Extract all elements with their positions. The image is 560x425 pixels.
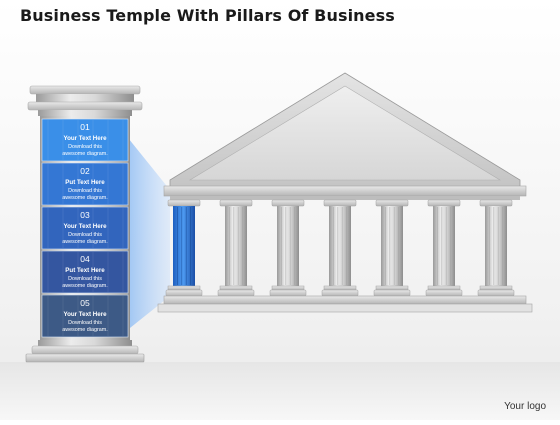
column-plinth	[321, 289, 359, 297]
column-plinth	[165, 289, 203, 297]
segment-text-line-1: Download this	[68, 144, 102, 150]
column-capital	[271, 199, 305, 207]
segment-number: 04	[80, 254, 90, 264]
segment-number: 01	[80, 122, 90, 132]
column-capital	[479, 199, 513, 207]
segment-number: 03	[80, 210, 90, 220]
segment-text-line-2: awesome diagram.	[62, 327, 108, 333]
column-base	[479, 285, 513, 291]
temple-column-highlighted	[165, 199, 203, 297]
column-plinth	[217, 289, 255, 297]
column-base	[167, 285, 201, 291]
column-base	[271, 285, 305, 291]
segment-text-line-2: awesome diagram.	[62, 283, 108, 289]
temple-column	[269, 199, 307, 297]
temple	[157, 72, 533, 313]
segment-text-line-2: awesome diagram.	[62, 151, 108, 157]
segment-text-line-2: awesome diagram.	[62, 239, 108, 245]
segment-number: 02	[80, 166, 90, 176]
temple-column	[425, 199, 463, 297]
column-base	[427, 285, 461, 291]
floor	[0, 362, 560, 420]
temple-column	[373, 199, 411, 297]
page-title: Business Temple With Pillars Of Business	[20, 6, 395, 25]
segment-text-line-1: Download this	[68, 320, 102, 326]
segment-panel	[41, 250, 129, 294]
column-capital	[427, 199, 461, 207]
segment-title: Your Text Here	[63, 311, 107, 318]
pillar-foot	[38, 340, 132, 346]
temple-column	[217, 199, 255, 297]
pillar-neck	[38, 110, 132, 116]
column-base	[375, 285, 409, 291]
temple-entablature	[163, 185, 527, 197]
temple-base-step	[163, 295, 527, 305]
temple-column	[321, 199, 359, 297]
segment-title: Put Text Here	[65, 179, 105, 186]
column-shaft	[225, 206, 247, 286]
segment-title: Put Text Here	[65, 267, 105, 274]
segment-text-line-1: Download this	[68, 232, 102, 238]
pillar-capital-band	[27, 101, 143, 111]
segment-text-line-1: Download this	[68, 188, 102, 194]
temple-columns	[165, 199, 515, 297]
column-shaft	[329, 206, 351, 286]
column-shaft	[433, 206, 455, 286]
temple-column	[477, 199, 515, 297]
temple-base-step-lower	[157, 303, 533, 313]
segment-title: Your Text Here	[63, 223, 107, 230]
column-capital	[375, 199, 409, 207]
column-capital	[323, 199, 357, 207]
segment-panel	[41, 118, 129, 162]
temple-pediment	[188, 85, 502, 181]
column-shaft	[485, 206, 507, 286]
temple-architrave	[170, 196, 520, 200]
segment-panel	[41, 294, 129, 338]
column-base	[219, 285, 253, 291]
pillar-capital-top	[29, 85, 141, 95]
segment-text-line-1: Download this	[68, 276, 102, 282]
segment-panel	[41, 206, 129, 250]
column-capital	[167, 199, 201, 207]
column-base	[323, 285, 357, 291]
highlight-beam	[120, 128, 170, 336]
column-shaft	[173, 206, 195, 286]
column-shaft	[381, 206, 403, 286]
pillar-base-band	[31, 345, 139, 355]
column-plinth	[425, 289, 463, 297]
column-plinth	[373, 289, 411, 297]
column-shaft	[277, 206, 299, 286]
pillar-plinth	[25, 353, 145, 363]
segment-panel	[41, 162, 129, 206]
segment-title: Your Text Here	[63, 135, 107, 142]
column-capital	[219, 199, 253, 207]
segment-number: 05	[80, 298, 90, 308]
column-plinth	[269, 289, 307, 297]
column-plinth	[477, 289, 515, 297]
segment-text-line-2: awesome diagram.	[62, 195, 108, 201]
pillar-capital-mid	[36, 94, 134, 102]
logo-text: Your logo	[504, 401, 546, 412]
